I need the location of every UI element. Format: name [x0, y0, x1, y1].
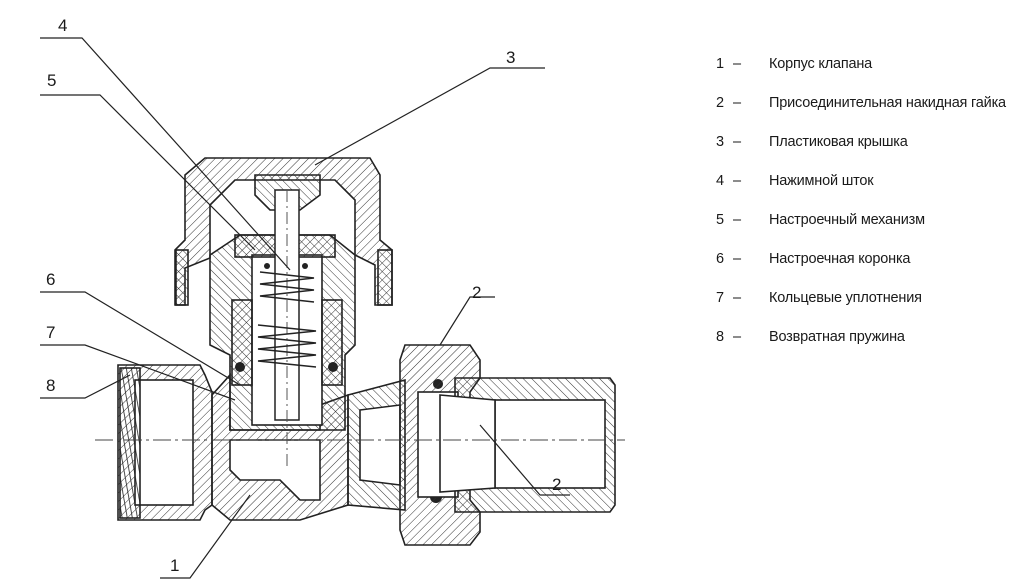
- legend-item: 3– Пластиковая крышка: [716, 134, 1024, 173]
- legend-item: 4– Нажимной шток: [716, 173, 1024, 212]
- legend-item-label: Кольцевые уплотнения: [769, 290, 922, 306]
- legend-item-label: Пластиковая крышка: [769, 134, 908, 150]
- valve-section-drawing: 4 5 3 6 7 8 2 2 1: [40, 16, 625, 579]
- return-spring: [257, 271, 317, 368]
- legend-item-label: Нажимной шток: [769, 173, 874, 189]
- legend-item: 8– Возвратная пружина: [716, 329, 1024, 368]
- legend-item-number: 3: [716, 134, 724, 150]
- legend-item-dash: –: [733, 95, 741, 111]
- legend-item-dash: –: [733, 134, 741, 150]
- callout-4: 4: [58, 16, 67, 35]
- legend-item: 1– Корпус клапана: [716, 56, 1024, 95]
- legend-item: 5– Настроечный механизм: [716, 212, 1024, 251]
- legend-item-number: 2: [716, 95, 724, 111]
- legend-item-label: Возвратная пружина: [769, 329, 905, 345]
- callout-8: 8: [46, 376, 55, 395]
- tailpiece: [439, 377, 616, 513]
- callout-2-bottom: 2: [552, 475, 561, 494]
- legend-item-dash: –: [733, 329, 741, 345]
- callout-6: 6: [46, 270, 55, 289]
- legend-item-label: Корпус клапана: [769, 56, 873, 72]
- callout-3: 3: [506, 48, 515, 67]
- legend-item-label: Присоединительная накидная гайка: [769, 95, 1006, 111]
- legend-item-number: 8: [716, 329, 724, 345]
- legend-item-label: Настроечная коронка: [769, 251, 911, 267]
- legend-item: 6– Настроечная коронка: [716, 251, 1024, 290]
- leader-lines: [40, 37, 570, 579]
- legend-item-dash: –: [733, 290, 741, 306]
- legend-item-label: Настроечный механизм: [769, 212, 925, 228]
- legend-item: 7– Кольцевые уплотнения: [716, 290, 1024, 329]
- callout-1: 1: [170, 556, 179, 575]
- push-stem: [274, 189, 300, 470]
- callout-2-top: 2: [472, 283, 481, 302]
- legend-item-number: 4: [716, 173, 724, 189]
- legend-item-dash: –: [733, 212, 741, 228]
- callout-7: 7: [46, 323, 55, 342]
- legend-item-dash: –: [733, 173, 741, 189]
- legend-item-number: 6: [716, 251, 724, 267]
- callout-5: 5: [47, 71, 56, 90]
- legend-item-number: 7: [716, 290, 724, 306]
- legend-item-dash: –: [733, 251, 741, 267]
- legend-item: 2– Присоединительная накидная гайка: [716, 95, 1024, 134]
- legend-item-number: 1: [716, 56, 724, 72]
- legend-item-number: 5: [716, 212, 724, 228]
- legend-item-dash: –: [733, 56, 741, 72]
